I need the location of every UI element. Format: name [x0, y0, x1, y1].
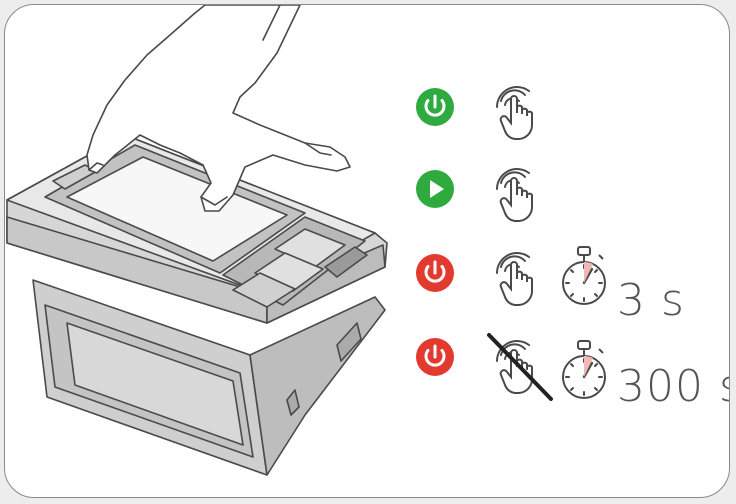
- stopwatch-icon: [559, 339, 609, 403]
- power-icon: [415, 253, 455, 293]
- illustration-frame: 3 s 300 s: [4, 4, 730, 498]
- touch-icon: [491, 165, 543, 225]
- timer-label: 300 s: [617, 365, 730, 409]
- stopwatch-icon: [559, 245, 609, 309]
- timer-label: 3 s: [617, 279, 685, 323]
- power-icon: [415, 87, 455, 127]
- device-illustration: [5, 5, 730, 498]
- touch-icon: [491, 249, 543, 309]
- touch-disabled-icon: [485, 331, 557, 407]
- play-icon: [415, 169, 455, 209]
- power-icon: [415, 337, 455, 377]
- touch-icon: [491, 83, 543, 143]
